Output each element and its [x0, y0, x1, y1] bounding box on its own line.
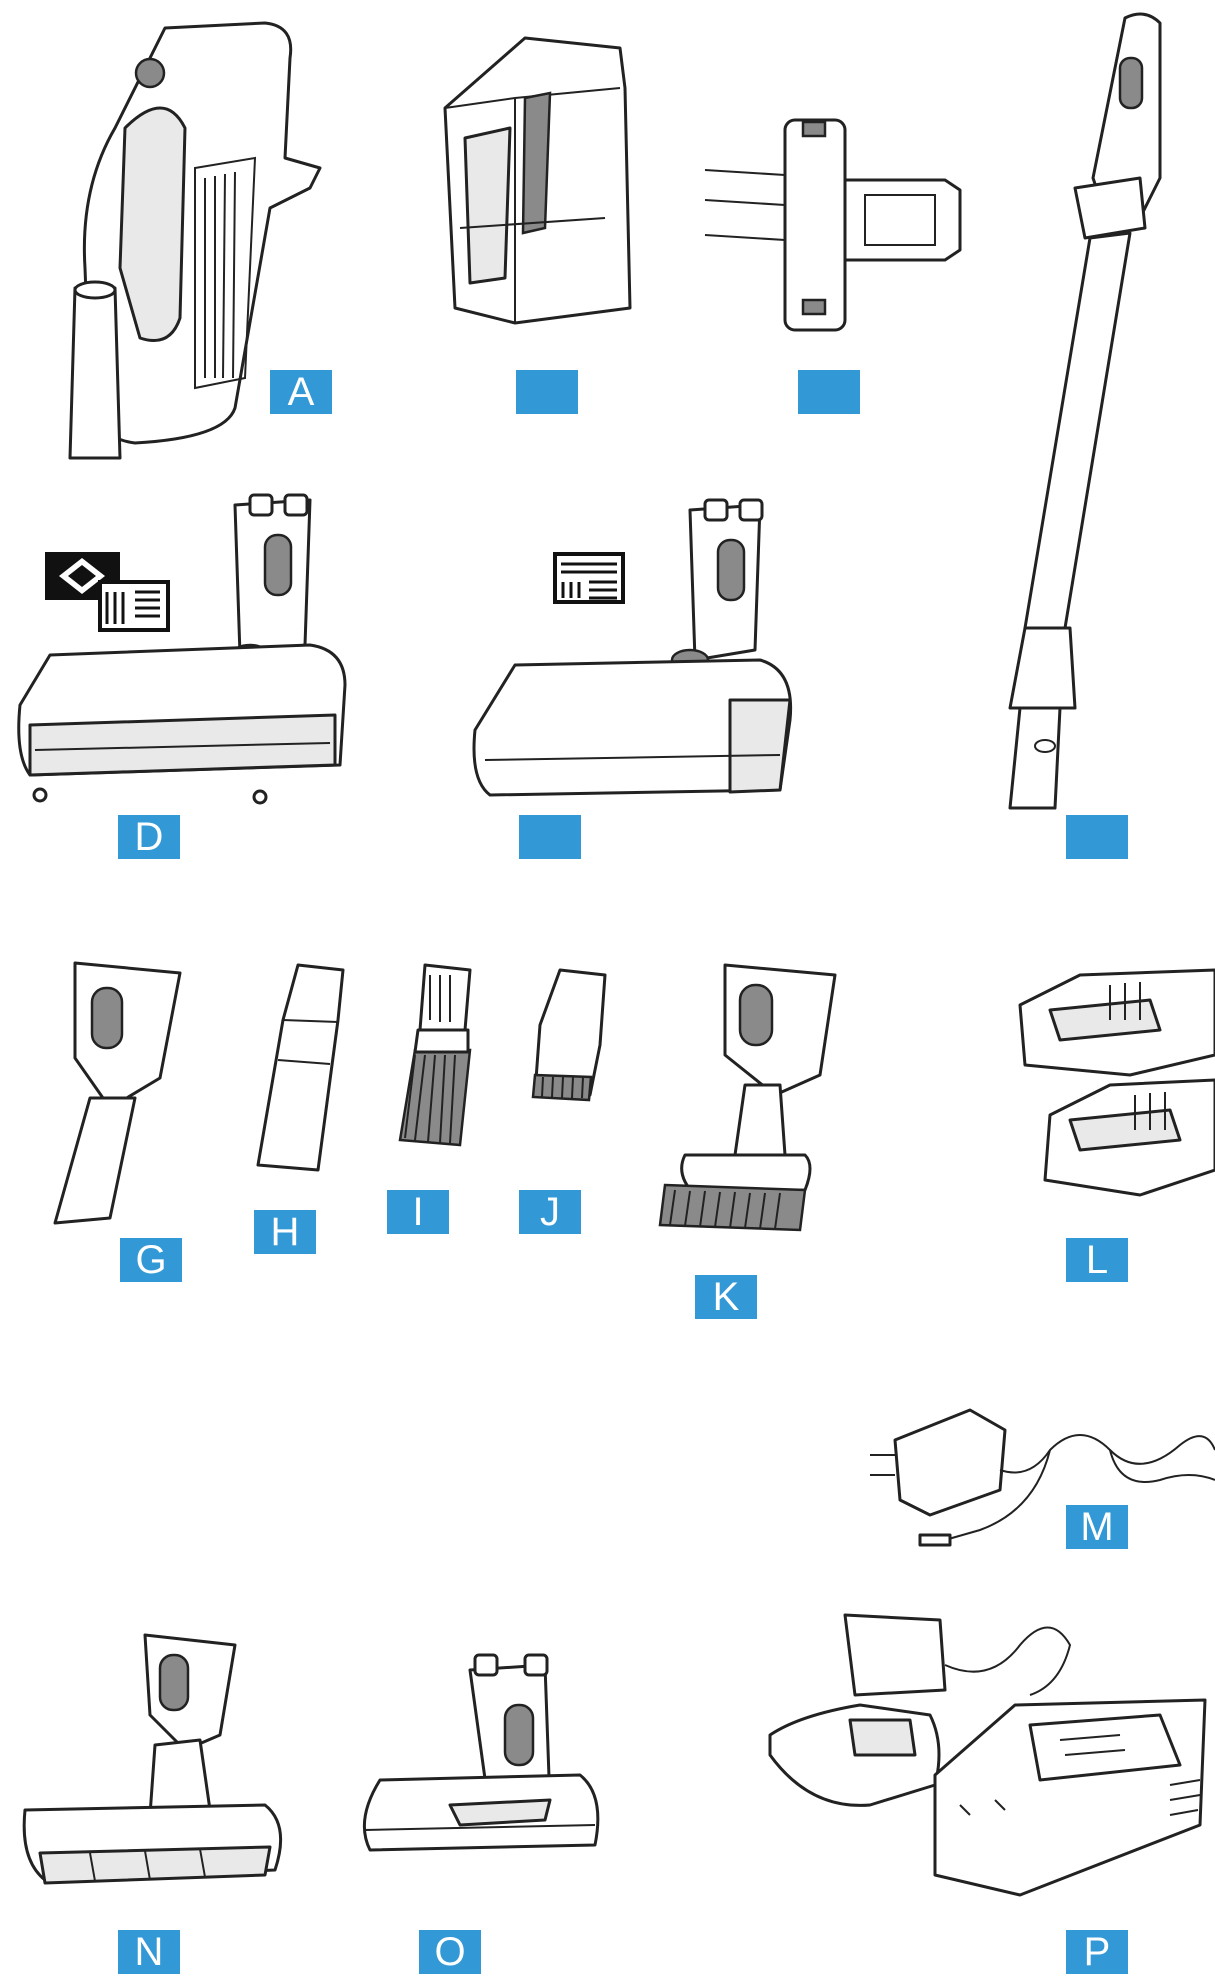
label-badge-g: G	[120, 1238, 182, 1282]
label-badge-k: K	[695, 1275, 757, 1319]
floor-hard-carpet-icon	[45, 552, 170, 637]
label-badge-n: N	[118, 1930, 180, 1974]
part-h-crevice-tool	[248, 960, 348, 1175]
part-j-mini-brush	[525, 965, 610, 1105]
label-badge-m: M	[1066, 1505, 1128, 1549]
label-badge-f	[1066, 815, 1128, 859]
part-i-dusting-brush	[390, 960, 480, 1150]
part-d-motorized-floor-head	[10, 493, 350, 815]
part-m-power-adapter	[860, 1390, 1215, 1550]
label-badge-o: O	[419, 1930, 481, 1974]
part-b-dust-container	[425, 28, 635, 328]
part-p-charging-dock	[760, 1605, 1207, 1905]
floor-hard-icon	[553, 552, 625, 609]
part-n-mini-turbo-brush	[15, 1625, 285, 1895]
label-badge-d: D	[118, 815, 180, 859]
label-badge-p: P	[1066, 1930, 1128, 1974]
part-k-combination-brush	[655, 955, 840, 1235]
part-f-extension-tube	[975, 8, 1175, 818]
label-badge-l: L	[1066, 1238, 1128, 1282]
label-badge-c	[798, 370, 860, 414]
label-badge-i: I	[387, 1190, 449, 1234]
label-badge-b	[516, 370, 578, 414]
part-e-soft-roller-head	[460, 498, 800, 820]
label-badge-a: A	[270, 370, 332, 414]
part-g-wide-nozzle	[50, 958, 190, 1228]
label-badge-j: J	[519, 1190, 581, 1234]
part-c-wall-mount	[704, 110, 975, 332]
part-o-mini-floor-head	[350, 1653, 610, 1870]
part-l-batteries	[1010, 965, 1215, 1205]
label-badge-e	[519, 815, 581, 859]
part-a-handheld-unit	[55, 18, 335, 460]
label-badge-h: H	[254, 1210, 316, 1254]
